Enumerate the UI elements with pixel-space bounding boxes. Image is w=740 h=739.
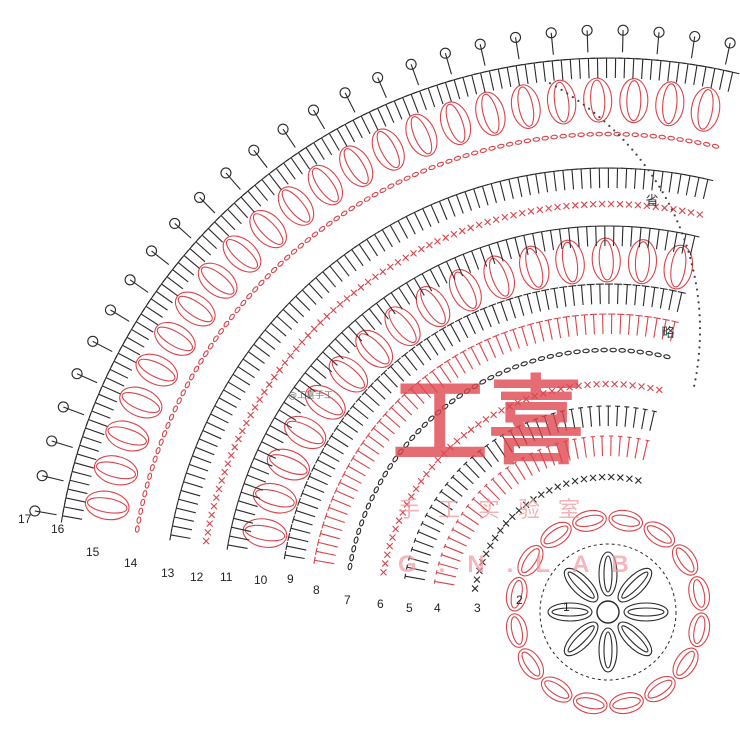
omission-dot xyxy=(583,104,585,106)
omission-dot xyxy=(635,154,637,156)
omission-dot xyxy=(608,125,610,127)
chart-row-13 xyxy=(170,168,713,540)
omission-dot xyxy=(658,186,660,188)
omission-dot xyxy=(549,82,551,84)
omission-dot xyxy=(694,378,696,380)
row-number-10: 10 xyxy=(254,573,268,587)
omission-dot xyxy=(699,327,701,329)
omission-dot xyxy=(674,214,676,216)
omission-dot xyxy=(622,139,624,141)
omission-dot xyxy=(566,92,568,94)
omission-dot xyxy=(693,385,695,387)
watermark-english: G.N.LAB xyxy=(398,551,651,578)
omission-dot xyxy=(676,220,678,222)
row-number-15: 15 xyxy=(86,545,100,559)
row-number-6: 6 xyxy=(377,597,384,611)
omission-dot xyxy=(694,276,696,278)
omission-dotted-arc xyxy=(549,82,701,387)
row-number-8: 8 xyxy=(313,583,320,597)
omission-dot xyxy=(683,238,685,240)
omission-dot xyxy=(697,295,699,297)
omission-dot xyxy=(687,251,689,253)
omission-dot xyxy=(679,226,681,228)
omission-dot xyxy=(698,353,700,355)
center-motif xyxy=(504,508,713,717)
omission-dot xyxy=(696,288,698,290)
omission-dot xyxy=(699,321,701,323)
omission-dot xyxy=(698,308,700,310)
omission-dot xyxy=(613,129,615,131)
omission-dot xyxy=(572,96,574,98)
row-number-12: 12 xyxy=(190,570,204,584)
center-ring xyxy=(597,601,619,623)
omission-dot xyxy=(631,149,633,151)
omission-dot xyxy=(588,108,590,110)
omission-dot xyxy=(598,116,600,118)
omission-dot xyxy=(699,333,701,335)
row-number-13: 13 xyxy=(161,566,175,580)
omission-dot xyxy=(655,180,657,182)
watermark-small: @工喜手工 xyxy=(288,389,333,401)
omission-dot xyxy=(665,197,667,199)
omission-dot xyxy=(698,346,700,348)
row-number-2: 2 xyxy=(516,593,523,607)
row-number-9: 9 xyxy=(287,572,294,586)
omission-dot xyxy=(668,203,670,205)
row-number-7: 7 xyxy=(344,593,351,607)
omission-dot xyxy=(640,159,642,161)
omission-dot xyxy=(689,257,691,259)
omission-dot xyxy=(627,144,629,146)
fan-rows xyxy=(30,25,739,591)
omission-dot xyxy=(593,112,595,114)
row-number-4: 4 xyxy=(434,601,441,615)
omission-dot xyxy=(685,244,687,246)
omission-dot xyxy=(671,208,673,210)
row-number-1: 1 xyxy=(563,600,570,614)
omission-dot xyxy=(681,232,683,234)
omission-dot xyxy=(692,269,694,271)
omission-dot xyxy=(555,85,557,87)
omission-dot xyxy=(697,301,699,303)
omission-dot xyxy=(618,134,620,136)
omission-dot xyxy=(662,191,664,193)
omission-dot xyxy=(691,263,693,265)
omission-dot xyxy=(699,340,701,342)
row-number-17: 17 xyxy=(18,512,32,526)
watermark: 工喜 手工实验室 G.N.LAB @工喜手工 xyxy=(288,366,651,578)
row-number-11: 11 xyxy=(220,570,233,584)
omission-dot xyxy=(577,100,579,102)
omission-dot xyxy=(698,314,700,316)
side-label-2: 略 xyxy=(661,325,674,341)
omission-dot xyxy=(603,120,605,122)
center-outer-shells xyxy=(504,508,713,717)
omission-dot xyxy=(697,359,699,361)
omission-dot xyxy=(560,89,562,91)
omission-dot xyxy=(695,282,697,284)
omission-dot xyxy=(651,175,653,177)
omission-dot xyxy=(696,366,698,368)
omission-dot xyxy=(695,372,697,374)
watermark-chinese: 手工实验室 xyxy=(398,498,598,523)
watermark-logo: 工喜 xyxy=(392,366,584,478)
omission-dot xyxy=(644,164,646,166)
side-label-1: 省 xyxy=(645,194,658,209)
row-number-16: 16 xyxy=(51,522,65,536)
omission-dot xyxy=(647,169,649,171)
row-number-3: 3 xyxy=(474,601,481,615)
row-number-5: 5 xyxy=(406,601,413,615)
row-number-14: 14 xyxy=(124,556,138,570)
